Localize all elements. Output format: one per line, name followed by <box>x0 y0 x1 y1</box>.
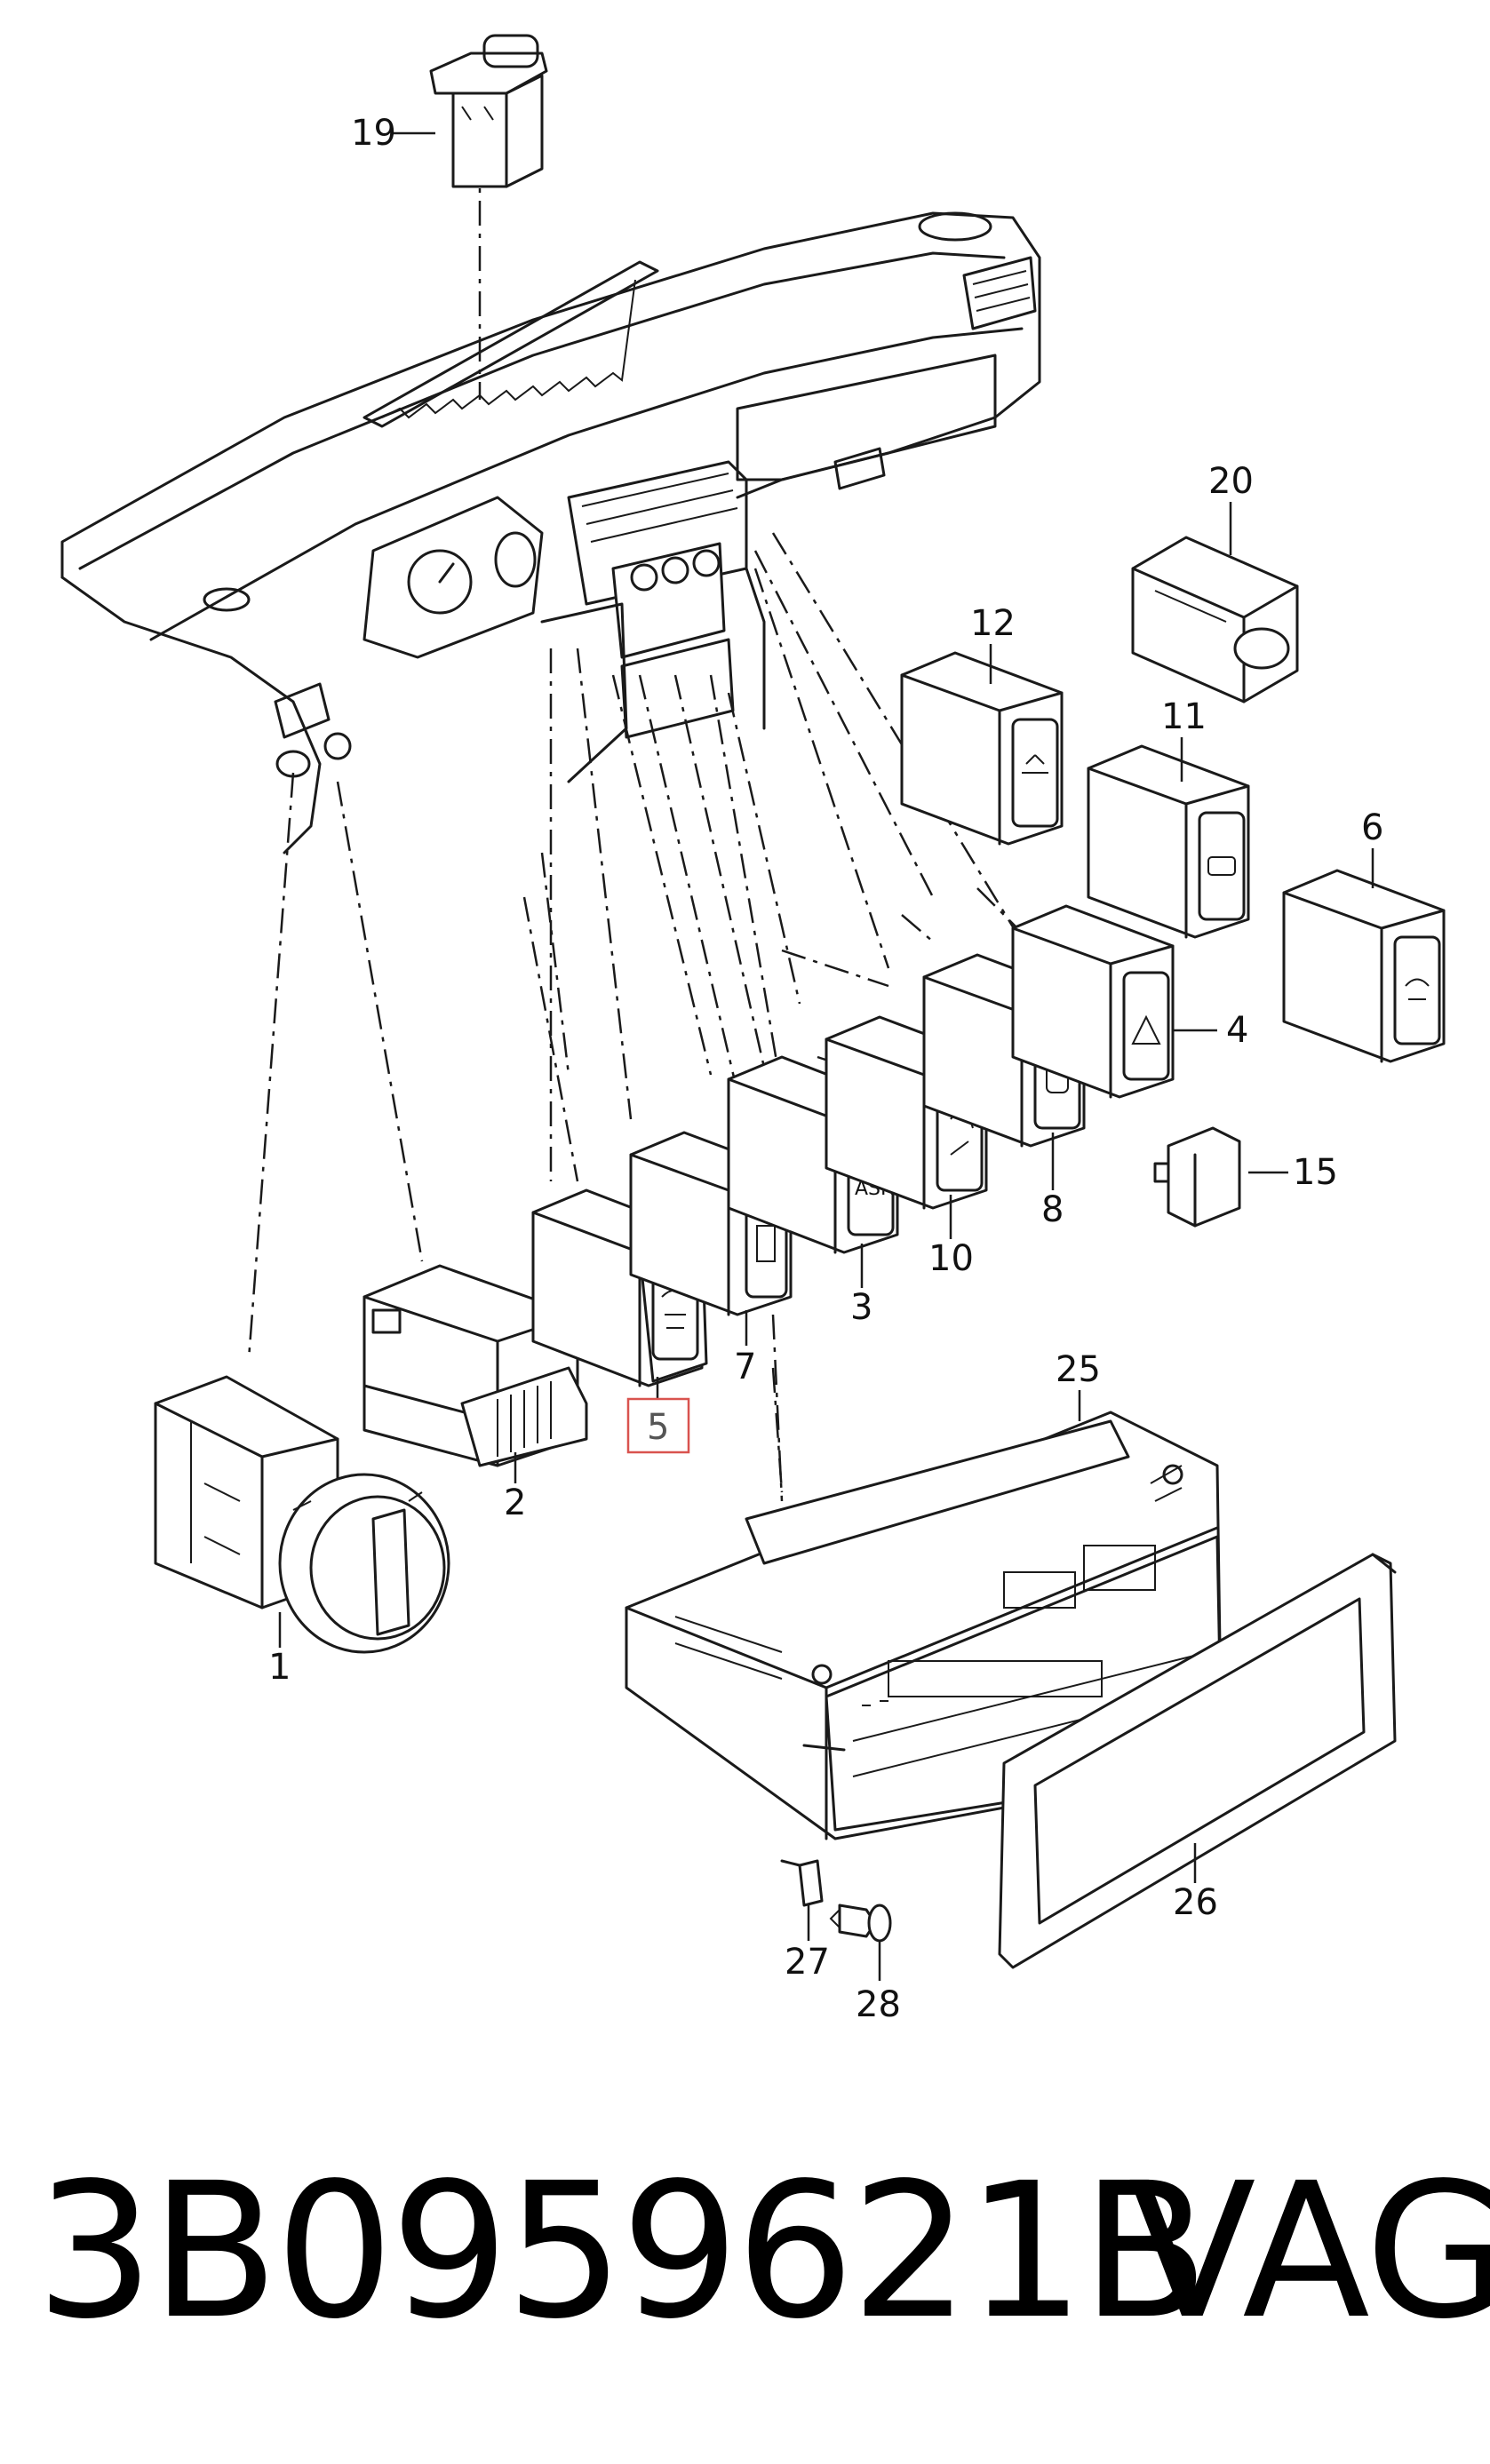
callout-5-highlight-box <box>626 1397 690 1454</box>
callout-19: 19 <box>351 113 396 154</box>
callout-3: 3 <box>850 1287 872 1328</box>
dashboard-illustration <box>60 211 1041 854</box>
callout-10: 10 <box>928 1238 974 1279</box>
callout-11: 11 <box>1161 696 1207 737</box>
assembly-leader-lines <box>247 155 1024 1502</box>
part-number-label: 3B0959621B <box>36 2142 1209 2360</box>
callout-27: 27 <box>785 1942 830 1983</box>
callout-28: 28 <box>856 1984 901 2025</box>
part-12-switch <box>900 651 1064 846</box>
callout-20: 20 <box>1208 461 1254 502</box>
callout-15: 15 <box>1293 1152 1338 1193</box>
part-11-switch <box>1087 744 1250 939</box>
part-26-trim-frame <box>998 1553 1397 1969</box>
callout-25: 25 <box>1056 1349 1101 1390</box>
callout-5: 5 <box>647 1407 669 1448</box>
part-4-hazard-switch <box>1011 904 1175 1099</box>
callout-1: 1 <box>268 1647 291 1688</box>
callout-4: 4 <box>1226 1010 1248 1051</box>
part-1-light-switch <box>154 1375 450 1654</box>
callout-8: 8 <box>1041 1189 1064 1230</box>
callout-12: 12 <box>970 603 1016 644</box>
callout-26: 26 <box>1173 1882 1218 1923</box>
callout-2: 2 <box>504 1482 526 1523</box>
part-6-switch <box>1282 869 1446 1063</box>
brand-label: VAG <box>1128 2142 1490 2360</box>
part-20-rotary-switch <box>1131 536 1299 703</box>
callout-labels: 19 20 12 11 6 4 15 8 10 3 7 5 2 1 25 26 … <box>268 113 1383 2025</box>
part-19-switch <box>429 34 548 188</box>
callout-leaders <box>278 131 1374 1981</box>
part-27-clip <box>780 1859 824 1907</box>
callout-7: 7 <box>734 1347 756 1387</box>
callout-6: 6 <box>1361 807 1383 848</box>
part-2-dimmer <box>363 1264 588 1467</box>
part-28-screw <box>829 1904 892 1943</box>
part-15-blank-cover <box>1153 1126 1241 1228</box>
